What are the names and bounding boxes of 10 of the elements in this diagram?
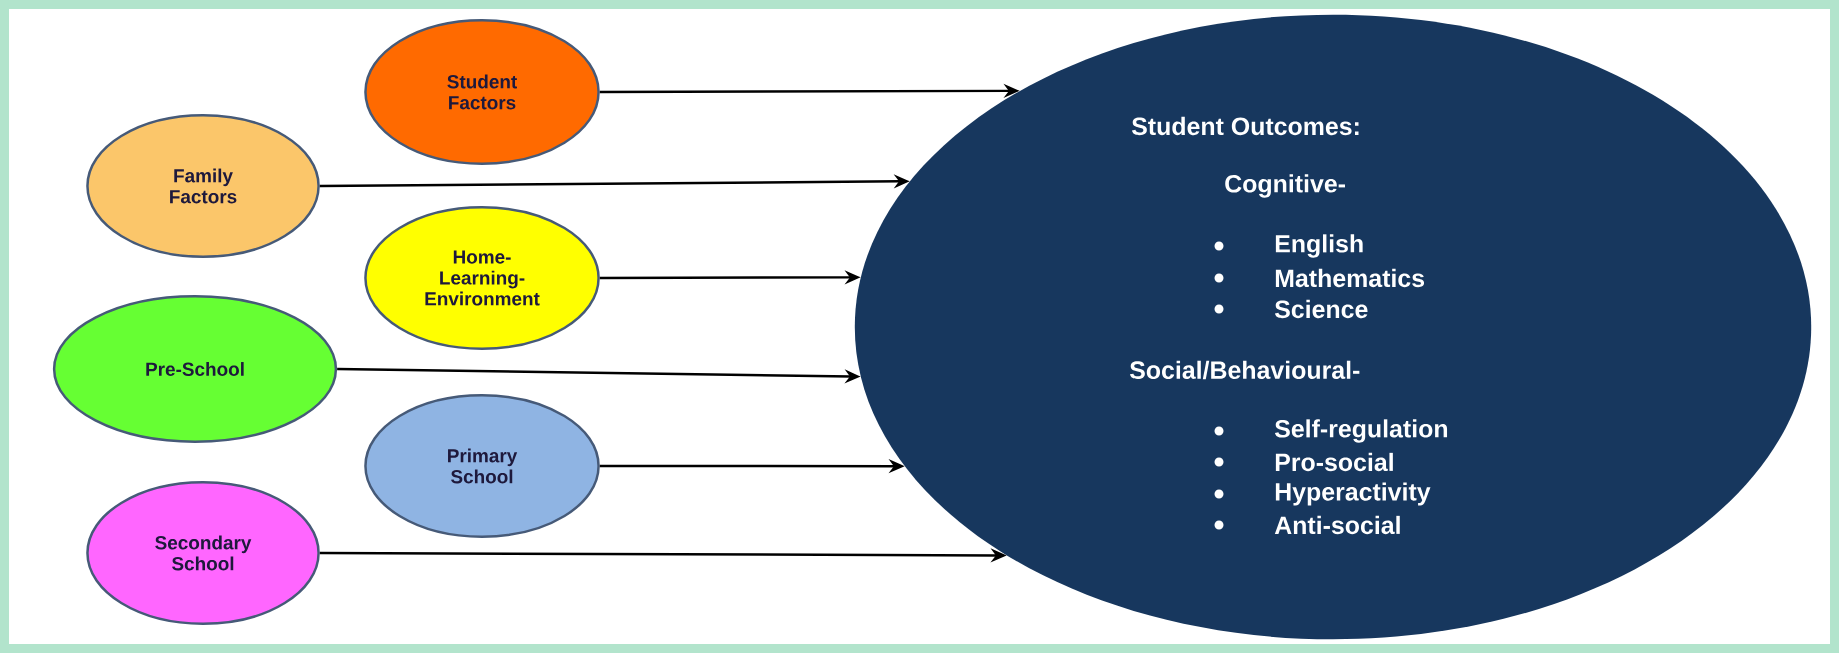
list-item: Hyperactivity [1214,482,1431,506]
list-item: Mathematics [1214,268,1425,288]
list-item: Anti-social [1214,515,1400,535]
list-item: Pro-social [1214,452,1393,472]
list-item: Science [1214,299,1368,319]
list-item: English [1214,234,1363,258]
heading: Student Outcomes: [1131,116,1359,136]
subheading: Cognitive- [1225,174,1345,198]
list-item: Self-regulation [1214,419,1448,443]
subheading: Social/Behavioural- [1129,360,1360,380]
